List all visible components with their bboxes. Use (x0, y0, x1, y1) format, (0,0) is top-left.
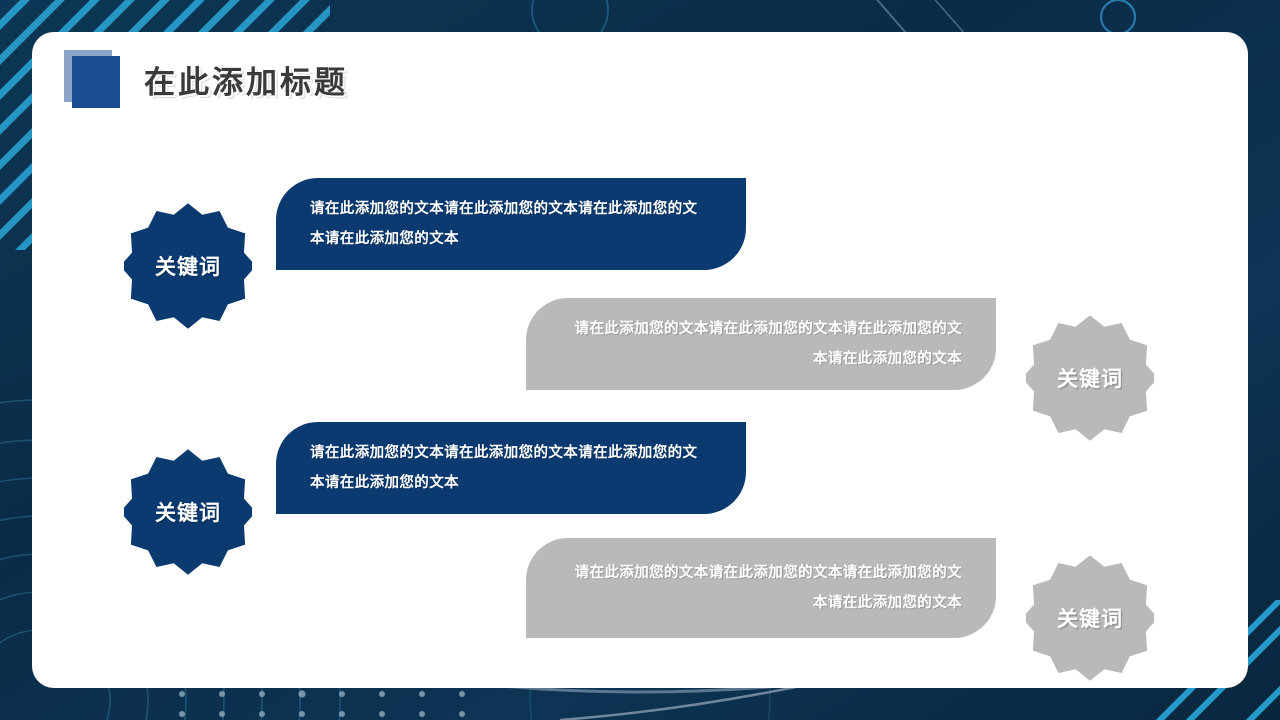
text-panel-2[interactable]: 请在此添加您的文本请在此添加您的文本请在此添加您的文本请在此添加您的文本 (526, 298, 996, 390)
starburst-icon (124, 203, 252, 329)
badge-keyword-2[interactable]: 关键词 (1026, 314, 1154, 442)
dot-grid-bottom (179, 690, 465, 717)
page-title: 在此添加标题 (144, 65, 348, 100)
panel-text: 请在此添加您的文本请在此添加您的文本请在此添加您的文本请在此添加您的文本 (310, 201, 698, 247)
starburst-icon (1026, 555, 1154, 681)
starburst-icon (124, 449, 252, 575)
starburst-icon (1026, 315, 1154, 441)
text-panel-4[interactable]: 请在此添加您的文本请在此添加您的文本请在此添加您的文本请在此添加您的文本 (526, 538, 996, 638)
slide-card: 在此添加标题 PPT家园 关键词 请在此添加您的文本请在此添加您的文本请在此添加… (32, 32, 1248, 688)
badge-keyword-3[interactable]: 关键词 (124, 448, 252, 576)
panel-text: 请在此添加您的文本请在此添加您的文本请在此添加您的文本请在此添加您的文本 (574, 321, 962, 367)
diagonal-stripes-bottom-right (1140, 600, 1280, 720)
panel-text: 请在此添加您的文本请在此添加您的文本请在此添加您的文本请在此添加您的文本 (310, 445, 698, 491)
slide-header: 在此添加标题 (32, 32, 1248, 142)
badge-label: 关键词 (1057, 368, 1123, 391)
badge-keyword-1[interactable]: 关键词 (124, 202, 252, 330)
badge-label: 关键词 (155, 502, 221, 525)
badge-label: 关键词 (1057, 608, 1123, 631)
badge-keyword-4[interactable]: 关键词 (1026, 554, 1154, 682)
panel-text: 请在此添加您的文本请在此添加您的文本请在此添加您的文本请在此添加您的文本 (574, 565, 962, 611)
badge-label: 关键词 (155, 256, 221, 279)
text-panel-3[interactable]: 请在此添加您的文本请在此添加您的文本请在此添加您的文本请在此添加您的文本 (276, 422, 746, 514)
title-square-icon (72, 56, 120, 108)
text-panel-1[interactable]: 请在此添加您的文本请在此添加您的文本请在此添加您的文本请在此添加您的文本 (276, 178, 746, 270)
